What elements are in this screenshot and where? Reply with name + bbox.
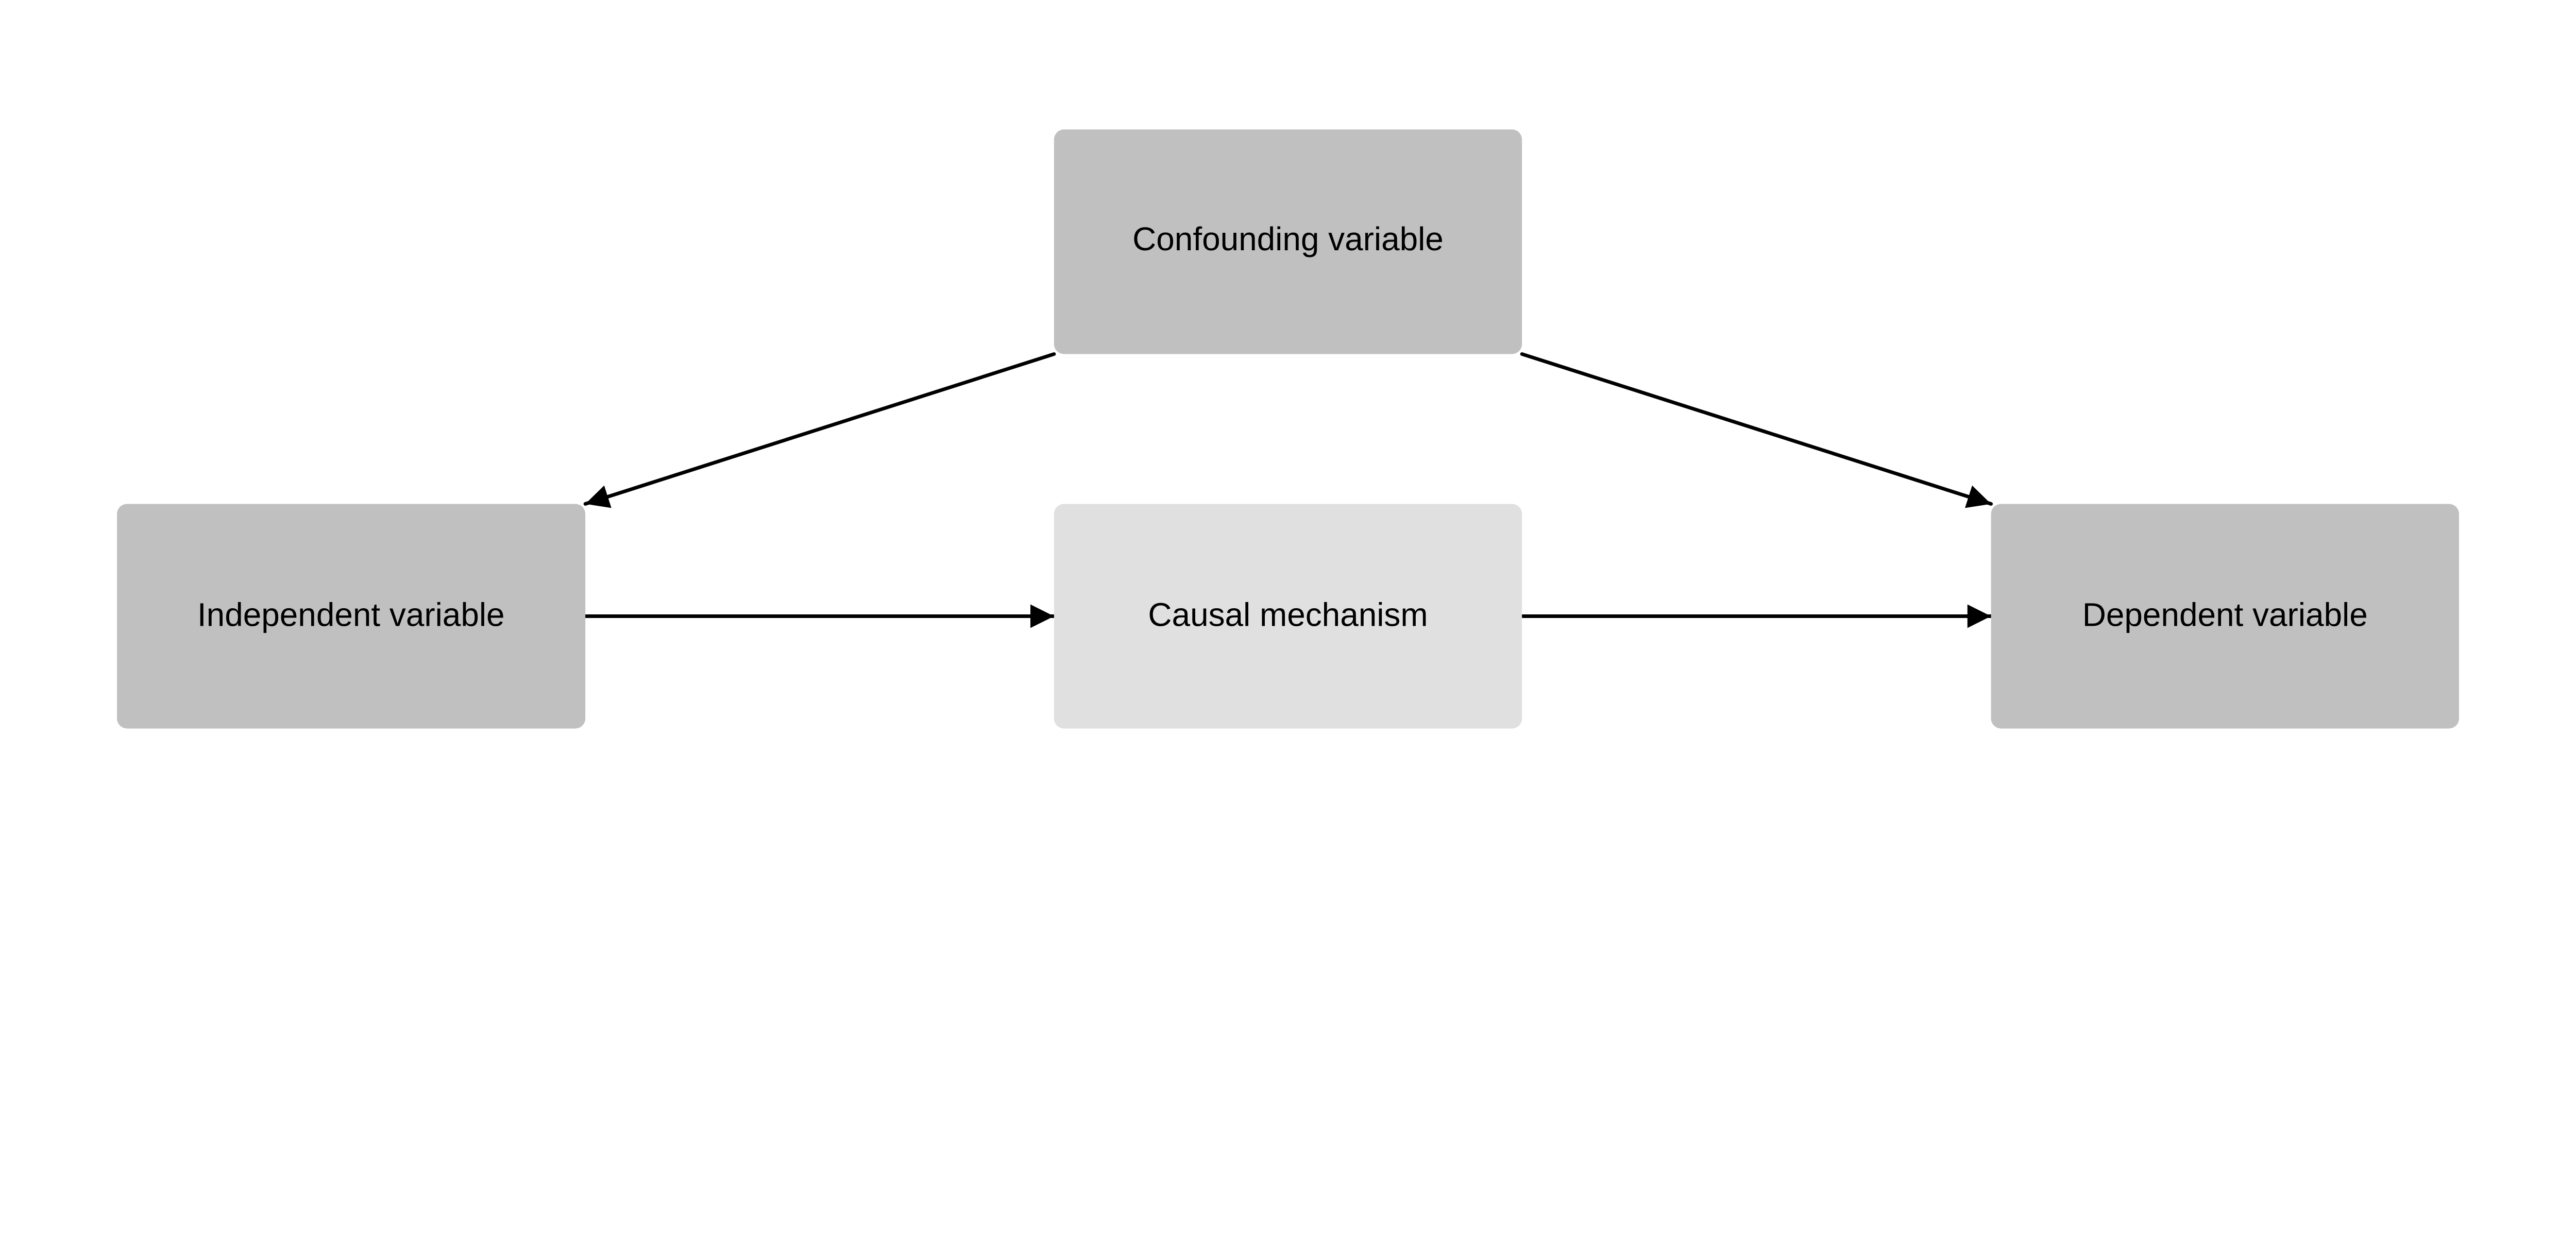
node-box-dependent bbox=[1991, 504, 2459, 729]
node-box-confounder bbox=[1054, 129, 1522, 354]
node-independent: Independent variable bbox=[117, 504, 586, 729]
arrow-confounder-to-independent bbox=[583, 352, 1056, 508]
node-confounder: Confounding variable bbox=[1054, 129, 1522, 354]
node-mechanism: Causal mechanism bbox=[1054, 504, 1522, 729]
node-box-mechanism bbox=[1054, 504, 1522, 729]
causal-diagram: Confounding variable Independent variabl… bbox=[117, 129, 2459, 729]
arrow-confounder-to-dependent bbox=[1520, 352, 1993, 508]
node-label-dependent: Dependent variable bbox=[2082, 596, 2368, 633]
node-label-independent: Independent variable bbox=[197, 596, 505, 633]
node-dependent: Dependent variable bbox=[1991, 504, 2459, 729]
node-label-mechanism: Causal mechanism bbox=[1148, 596, 1428, 633]
node-box-independent bbox=[117, 504, 586, 729]
node-label-confounder: Confounding variable bbox=[1132, 220, 1444, 258]
